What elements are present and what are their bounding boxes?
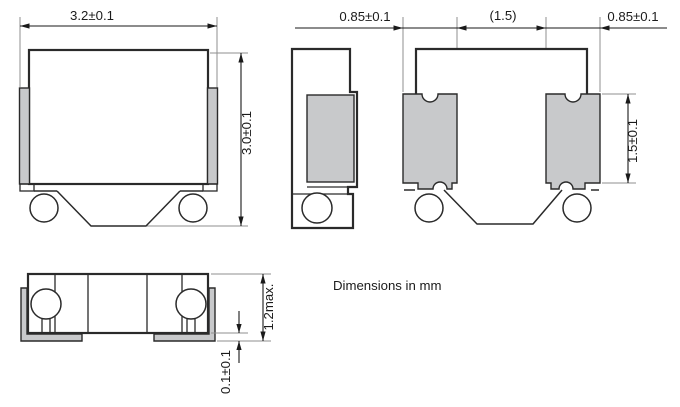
right-terminal-lshape: [153, 287, 216, 342]
arrowhead-right: [393, 25, 403, 31]
left-terminal-pad: [402, 93, 458, 190]
left-terminal-lshape: [20, 287, 83, 342]
note-dimensions-in-mm: Dimensions in mm: [333, 278, 441, 293]
dim-label-terminal-gap: (1.5): [489, 8, 516, 23]
arrowhead-left: [20, 23, 30, 29]
right-electrode: [206, 87, 219, 185]
wire-end: [414, 193, 444, 223]
arrowhead-right: [536, 25, 546, 31]
dim-label-terminal-height: 1.5±0.1: [625, 119, 640, 163]
arrowhead-up: [625, 94, 631, 104]
dim-label-max-thickness: 1.2max.: [261, 284, 276, 331]
front-view: 3.2±0.1 3.0±0.1: [18, 8, 254, 227]
dim-label-terminal-width-right: 0.85±0.1: [607, 9, 658, 24]
arrowhead-left: [457, 25, 467, 31]
arrowhead-down: [260, 331, 266, 341]
component-body: [414, 47, 589, 100]
dim-label-terminal-width-left: 0.85±0.1: [339, 9, 390, 24]
arrowhead-up: [260, 274, 266, 284]
wire-end: [29, 193, 59, 223]
component-body: [27, 48, 210, 186]
left-electrode: [18, 87, 31, 185]
wire-chamfer: [56, 190, 181, 227]
wire-chamfer: [443, 189, 563, 225]
arrowhead-down: [238, 216, 244, 226]
wire-end: [175, 288, 207, 320]
wire-end: [562, 193, 592, 223]
bottom-view: 1.2max. 0.1±0.1: [20, 272, 276, 394]
arrowhead-down: [625, 173, 631, 183]
arrowhead-up: [238, 53, 244, 63]
side-view: [290, 47, 359, 230]
dim-label-standoff: 0.1±0.1: [218, 350, 233, 394]
right-terminal-pad: [545, 93, 601, 190]
wire-end: [178, 193, 208, 223]
wire-end: [30, 288, 62, 320]
wire-end: [301, 192, 333, 224]
arrowhead-up: [236, 341, 242, 350]
right-foot: [202, 183, 218, 192]
rear-view: 0.85±0.1 (1.5) 0.85±0.1 1.5±0.1: [295, 8, 667, 225]
arrowhead-down: [236, 324, 242, 333]
arrowhead-left: [600, 25, 610, 31]
dim-label-body-width: 3.2±0.1: [70, 8, 114, 23]
dim-label-body-height: 3.0±0.1: [239, 111, 254, 155]
arrowhead-right: [207, 23, 217, 29]
left-foot: [19, 183, 35, 192]
side-electrode: [306, 94, 355, 183]
